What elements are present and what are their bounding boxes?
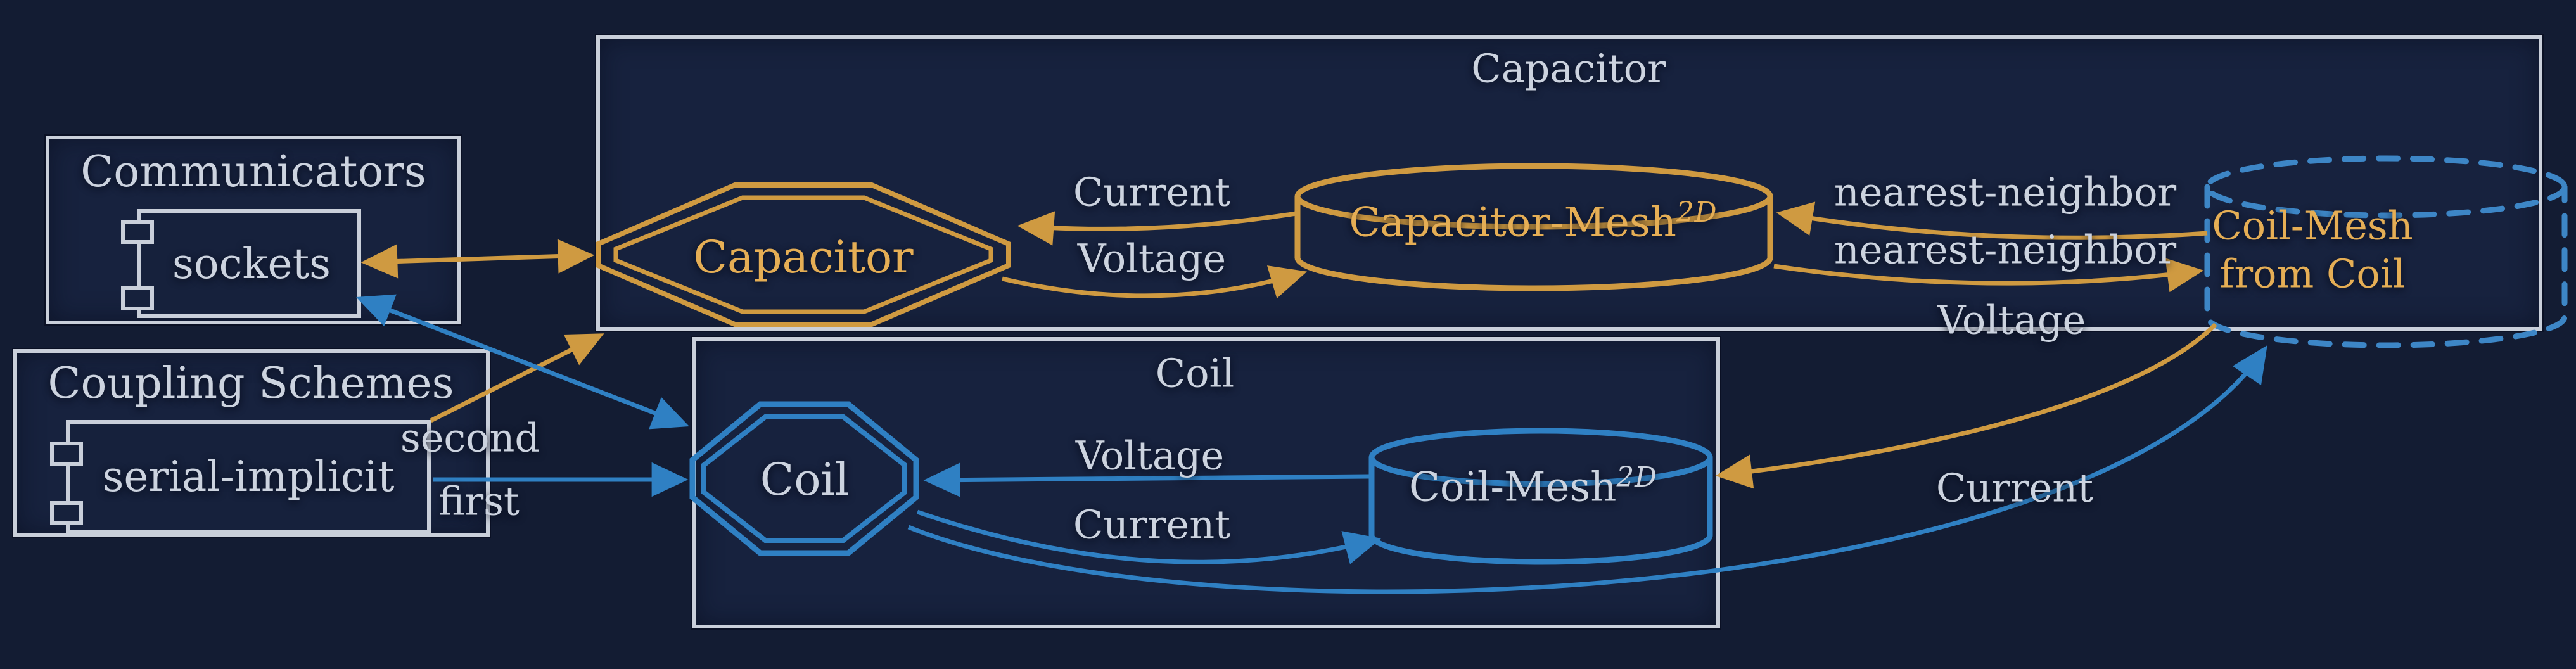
edge-label-first: first xyxy=(438,478,520,525)
edge-label-current-coil: Current xyxy=(1073,501,1231,548)
edge-label-voltage-coil: Voltage xyxy=(1075,432,1225,479)
coil-mesh-from-coil-line1: Coil-Mesh xyxy=(2212,202,2413,249)
coil-mesh-text: Coil-Mesh xyxy=(1408,464,1617,511)
component-port-icon xyxy=(50,501,83,525)
coil-node-label: Coil xyxy=(760,453,850,506)
sockets-label: sockets xyxy=(172,239,331,289)
component-port-icon xyxy=(121,220,154,244)
capacitor-mesh-text: Capacitor-Mesh xyxy=(1349,199,1676,246)
edge-label-voltage-top: Voltage xyxy=(1077,235,1227,282)
coil-mesh-from-coil-line2: from Coil xyxy=(2219,250,2406,296)
coil-mesh-from-coil-label: Coil-Mesh from Coil xyxy=(2212,201,2413,297)
edge-label-second: second xyxy=(400,414,540,461)
edge-label-current-right: Current xyxy=(1935,464,2094,511)
capacitor-mesh-label: Capacitor-Mesh2D xyxy=(1349,197,1717,246)
edge-label-nearest-neighbor-bottom: nearest-neighbor xyxy=(1833,226,2177,273)
coil-mesh-sup: 2D xyxy=(1616,462,1658,494)
serial-implicit-box xyxy=(66,420,431,534)
sockets-box xyxy=(137,209,361,318)
coil-mesh-label: Coil-Mesh2D xyxy=(1409,462,1657,511)
edge-voltage-right xyxy=(1715,322,2217,489)
component-port-icon xyxy=(50,442,83,466)
capacitor-mesh-sup: 2D xyxy=(1676,197,1718,229)
edge-label-voltage-right: Voltage xyxy=(1937,296,2086,343)
edge-label-current-top: Current xyxy=(1073,169,1231,215)
capacitor-node-label: Capacitor xyxy=(693,231,914,283)
edge-label-nearest-neighbor-top: nearest-neighbor xyxy=(1833,169,2177,215)
communicators-title: Communicators xyxy=(80,146,426,197)
capacitor-box-title: Capacitor xyxy=(1471,45,1666,92)
coupling-schemes-title: Coupling Schemes xyxy=(48,358,454,409)
component-port-icon xyxy=(121,286,154,310)
serial-implicit-label: serial-implicit xyxy=(102,452,395,502)
coil-box-title: Coil xyxy=(1155,350,1235,397)
